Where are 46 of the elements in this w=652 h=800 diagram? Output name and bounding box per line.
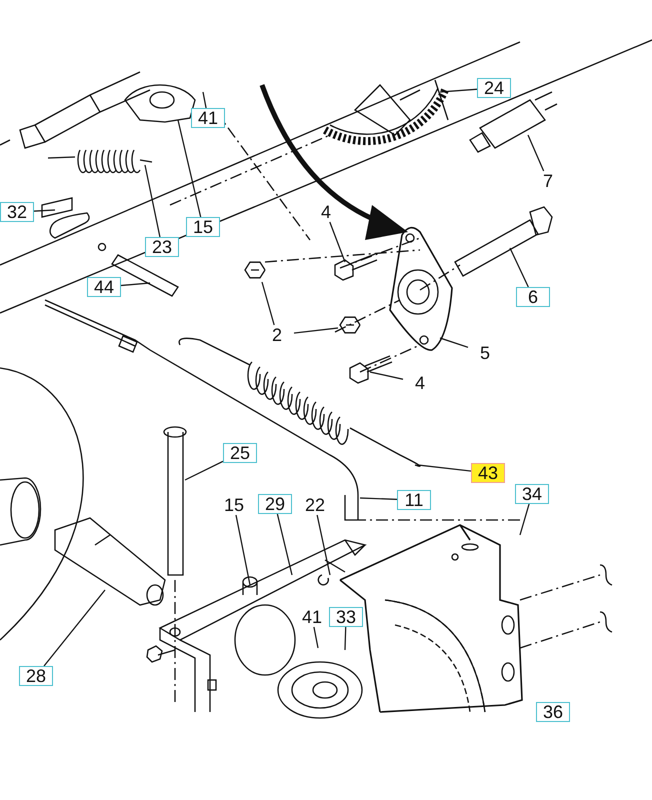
callout-number: 33: [329, 607, 363, 627]
leader-line: [329, 222, 346, 262]
leader-line: [276, 514, 293, 576]
leader-line: [144, 164, 161, 238]
leader-line: [34, 209, 56, 212]
leader-line: [519, 504, 530, 536]
leader-line: [440, 337, 468, 348]
callout-number: 22: [298, 495, 332, 515]
callout-number: 41: [295, 607, 329, 627]
callout-number: 29: [258, 494, 292, 514]
leader-line: [177, 120, 202, 218]
callout-number: 41: [191, 108, 225, 128]
leader-line: [418, 464, 472, 472]
leader-line: [294, 327, 338, 334]
callout-number: 4: [309, 202, 343, 222]
leader-line: [261, 282, 275, 326]
leader-line: [235, 514, 251, 586]
leader-line: [44, 590, 106, 666]
callout-number: 28: [19, 666, 53, 686]
leader-line: [316, 514, 331, 576]
callout-number: 25: [223, 443, 257, 463]
leader-line: [120, 282, 150, 286]
callout-number: 23: [145, 237, 179, 257]
callout-number: 5: [468, 343, 502, 363]
leader-line: [440, 88, 478, 93]
callout-number: 6: [516, 287, 550, 307]
callout-number: 15: [217, 495, 251, 515]
callout-number: 36: [536, 702, 570, 722]
leader-line: [202, 92, 207, 108]
callout-number: 24: [477, 78, 511, 98]
callout-number: 11: [397, 490, 431, 510]
leader-line: [313, 626, 319, 648]
callout-number: 2: [260, 325, 294, 345]
leader-line: [509, 248, 529, 288]
leader-line: [184, 460, 224, 481]
callout-number: 7: [531, 171, 565, 191]
leader-line: [527, 134, 544, 172]
leader-line: [370, 371, 404, 380]
callout-number: 32: [0, 202, 34, 222]
callout-number: 34: [515, 484, 549, 504]
leader-line: [344, 626, 346, 650]
callout-number: 43: [471, 463, 505, 483]
callout-number: 15: [186, 217, 220, 237]
leader-line: [360, 497, 398, 500]
callout-number: 4: [403, 373, 437, 393]
callout-number: 44: [87, 277, 121, 297]
